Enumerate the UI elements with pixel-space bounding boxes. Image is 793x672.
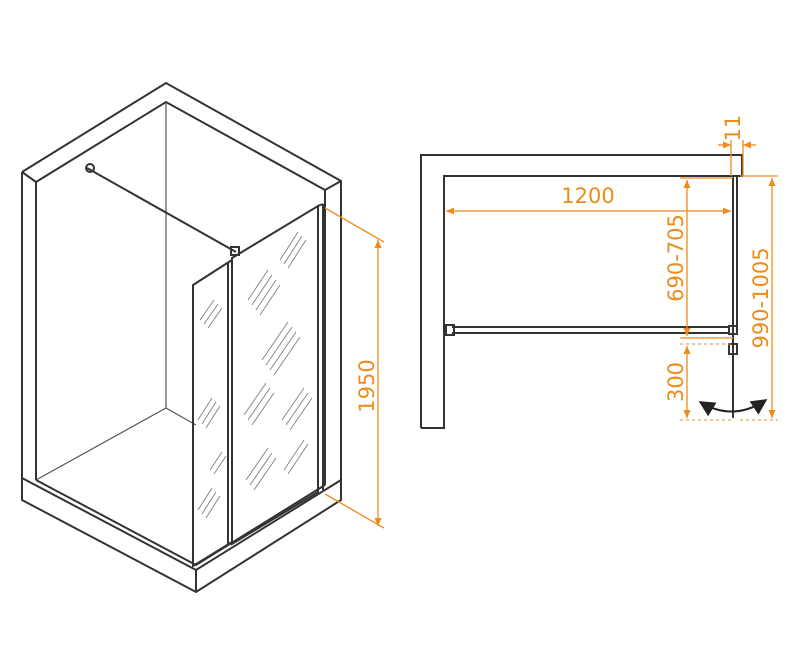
dimension-fixed-panel: 690-705 (664, 177, 733, 339)
plan-glass (445, 176, 738, 418)
height-label: 1950 (355, 359, 379, 412)
dimension-height: 1950 (324, 207, 385, 529)
dimension-thickness: 11 (718, 115, 756, 176)
iso-glass-panels (85, 163, 324, 568)
dimension-total-depth: 990-1005 (740, 175, 778, 421)
swing-arrow-icon (698, 399, 768, 417)
width-label: 1200 (561, 184, 614, 208)
swing-panel-label: 300 (664, 362, 688, 402)
fixed-panel-label: 690-705 (664, 214, 688, 302)
dimension-width: 1200 (446, 184, 731, 215)
thickness-label: 11 (721, 115, 745, 142)
dimension-swing-panel: 300 (664, 343, 733, 421)
total-depth-label: 990-1005 (749, 247, 773, 348)
glass-pattern (197, 231, 313, 519)
iso-enclosure (21, 81, 342, 594)
